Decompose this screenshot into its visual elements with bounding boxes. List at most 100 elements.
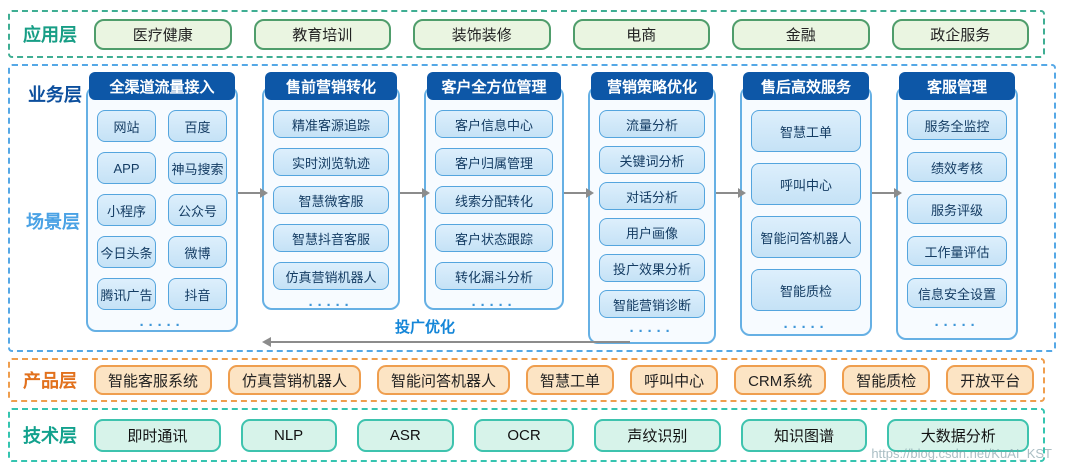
scene-item: 用户画像 [599,218,705,246]
scene-item: 客户状态跟踪 [435,224,553,252]
flow-arrow-icon [238,188,268,198]
application-layer-band: 应用层 医疗健康 教育培训 装饰装修 电商 金融 政企服务 [8,10,1045,58]
product-item: 智能质检 [842,365,931,395]
column-body: 流量分析 关键词分析 对话分析 用户画像 投广效果分析 智能营销诊断 ····· [588,86,716,344]
more-dots: ····· [629,323,675,340]
technology-item: 声纹识别 [594,418,721,452]
feedback-arrow-label: 投广优化 [394,319,455,336]
product-item: CRM系统 [734,365,827,395]
scene-item: 线索分配转化 [435,186,553,214]
scene-item: 关键词分析 [599,146,705,174]
column-traffic-access: 全渠道流量接入 网站 百度 APP 神马搜索 小程序 公众号 今日头条 微博 腾… [86,72,238,334]
application-item: 金融 [732,18,870,50]
scene-item: 呼叫中心 [751,163,861,205]
scene-item: 信息安全设置 [907,278,1007,308]
more-dots: ····· [783,319,829,336]
scene-item: 流量分析 [599,110,705,138]
product-item: 仿真营销机器人 [228,365,362,395]
column-title: 全渠道流量接入 [89,72,235,100]
scene-item: 小程序 [97,194,156,226]
scene-item: 智慧工单 [751,110,861,152]
scene-item: 实时浏览轨迹 [273,148,389,176]
product-layer-band: 产品层 智能客服系统 仿真营销机器人 智能问答机器人 智慧工单 呼叫中心 CRM… [8,358,1045,402]
application-item: 教育培训 [253,18,391,50]
technology-items: 即时通讯 NLP ASR OCR 声纹识别 知识图谱 大数据分析 [94,418,1030,452]
product-item: 智能客服系统 [94,365,213,395]
technology-layer-label: 技术层 [23,426,77,446]
scene-item: 对话分析 [599,182,705,210]
scene-item: 抖音 [168,278,227,310]
column-presale-conversion: 售前营销转化 精准客源追踪 实时浏览轨迹 智慧微客服 智慧抖音客服 仿真营销机器… [262,72,400,313]
technology-item: NLP [240,418,337,452]
scene-item: 转化漏斗分析 [435,262,553,290]
scene-item: 仿真营销机器人 [273,262,389,290]
scene-item: 网站 [97,110,156,142]
flow-arrow-icon [400,188,430,198]
technology-layer-band: 技术层 即时通讯 NLP ASR OCR 声纹识别 知识图谱 大数据分析 [8,408,1045,462]
technology-item: OCR [474,418,575,452]
business-layer-band: 业务层 场景层 全渠道流量接入 网站 百度 APP 神马搜索 小程序 公众号 今… [8,64,1056,352]
scene-item: 智能质检 [751,269,861,311]
scene-item: 智能营销诊断 [599,290,705,318]
product-item: 智慧工单 [526,365,615,395]
scene-item: 绩效考核 [907,152,1007,182]
column-title: 售前营销转化 [265,72,397,100]
column-marketing-strategy: 营销策略优化 流量分析 关键词分析 对话分析 用户画像 投广效果分析 智能营销诊… [588,72,716,344]
technology-item: 大数据分析 [887,418,1030,452]
watermark: https://blog.csdn.net/KuAI_KST [871,446,1052,461]
column-title: 营销策略优化 [591,72,713,100]
scene-item: 服务全监控 [907,110,1007,140]
flow-arrow-icon [564,188,594,198]
application-item: 政企服务 [891,18,1029,50]
scene-item: 工作量评估 [907,236,1007,266]
scene-layer-label: 场景层 [26,212,80,232]
scene-item: APP [97,152,156,184]
scene-item: 智慧微客服 [273,186,389,214]
column-body: 智慧工单 呼叫中心 智能问答机器人 智能质检 ····· [740,86,872,336]
column-title: 客户全方位管理 [427,72,561,100]
more-dots: ····· [139,317,185,334]
product-layer-label: 产品层 [23,371,77,391]
scene-item: 投广效果分析 [599,254,705,282]
product-item: 开放平台 [946,365,1035,395]
more-dots: ····· [308,297,354,314]
column-service-management: 客服管理 服务全监控 绩效考核 服务评级 工作量评估 信息安全设置 ····· [896,72,1018,340]
feedback-arrow-icon [262,337,630,347]
more-dots: ····· [471,297,517,314]
scene-item: 腾讯广告 [97,278,156,310]
application-item: 装饰装修 [413,18,551,50]
scene-item: 服务评级 [907,194,1007,224]
column-customer-management: 客户全方位管理 客户信息中心 客户归属管理 线索分配转化 客户状态跟踪 转化漏斗… [424,72,564,313]
product-item: 智能问答机器人 [377,365,511,395]
column-body: 服务全监控 绩效考核 服务评级 工作量评估 信息安全设置 ····· [896,86,1018,340]
column-title: 售后高效服务 [743,72,869,100]
technology-item: ASR [356,418,455,452]
scene-item: 客户信息中心 [435,110,553,138]
more-dots: ····· [934,317,980,334]
scene-item: 客户归属管理 [435,148,553,176]
application-items: 医疗健康 教育培训 装饰装修 电商 金融 政企服务 [94,18,1029,50]
flow-arrow-icon [872,188,902,198]
technology-item: 即时通讯 [94,418,221,452]
column-body: 客户信息中心 客户归属管理 线索分配转化 客户状态跟踪 转化漏斗分析 ····· [424,86,564,313]
column-title: 客服管理 [899,72,1015,100]
scene-item: 智慧抖音客服 [273,224,389,252]
scene-item: 神马搜索 [168,152,227,184]
scene-item: 精准客源追踪 [273,110,389,138]
product-items: 智能客服系统 仿真营销机器人 智能问答机器人 智慧工单 呼叫中心 CRM系统 智… [94,365,1035,395]
scene-item: 今日头条 [97,236,156,268]
scene-item: 百度 [168,110,227,142]
application-item: 医疗健康 [94,18,232,50]
technology-item: 知识图谱 [740,418,868,452]
product-item: 呼叫中心 [630,365,719,395]
flow-arrow-icon [716,188,746,198]
application-item: 电商 [572,18,710,50]
scene-item: 智能问答机器人 [751,216,861,258]
application-layer-label: 应用层 [23,25,77,45]
scene-item: 公众号 [168,194,227,226]
scene-item: 微博 [168,236,227,268]
column-body: 网站 百度 APP 神马搜索 小程序 公众号 今日头条 微博 腾讯广告 抖音 ·… [86,86,238,334]
column-body: 精准客源追踪 实时浏览轨迹 智慧微客服 智慧抖音客服 仿真营销机器人 ····· [262,86,400,313]
business-layer-label: 业务层 [28,85,82,105]
